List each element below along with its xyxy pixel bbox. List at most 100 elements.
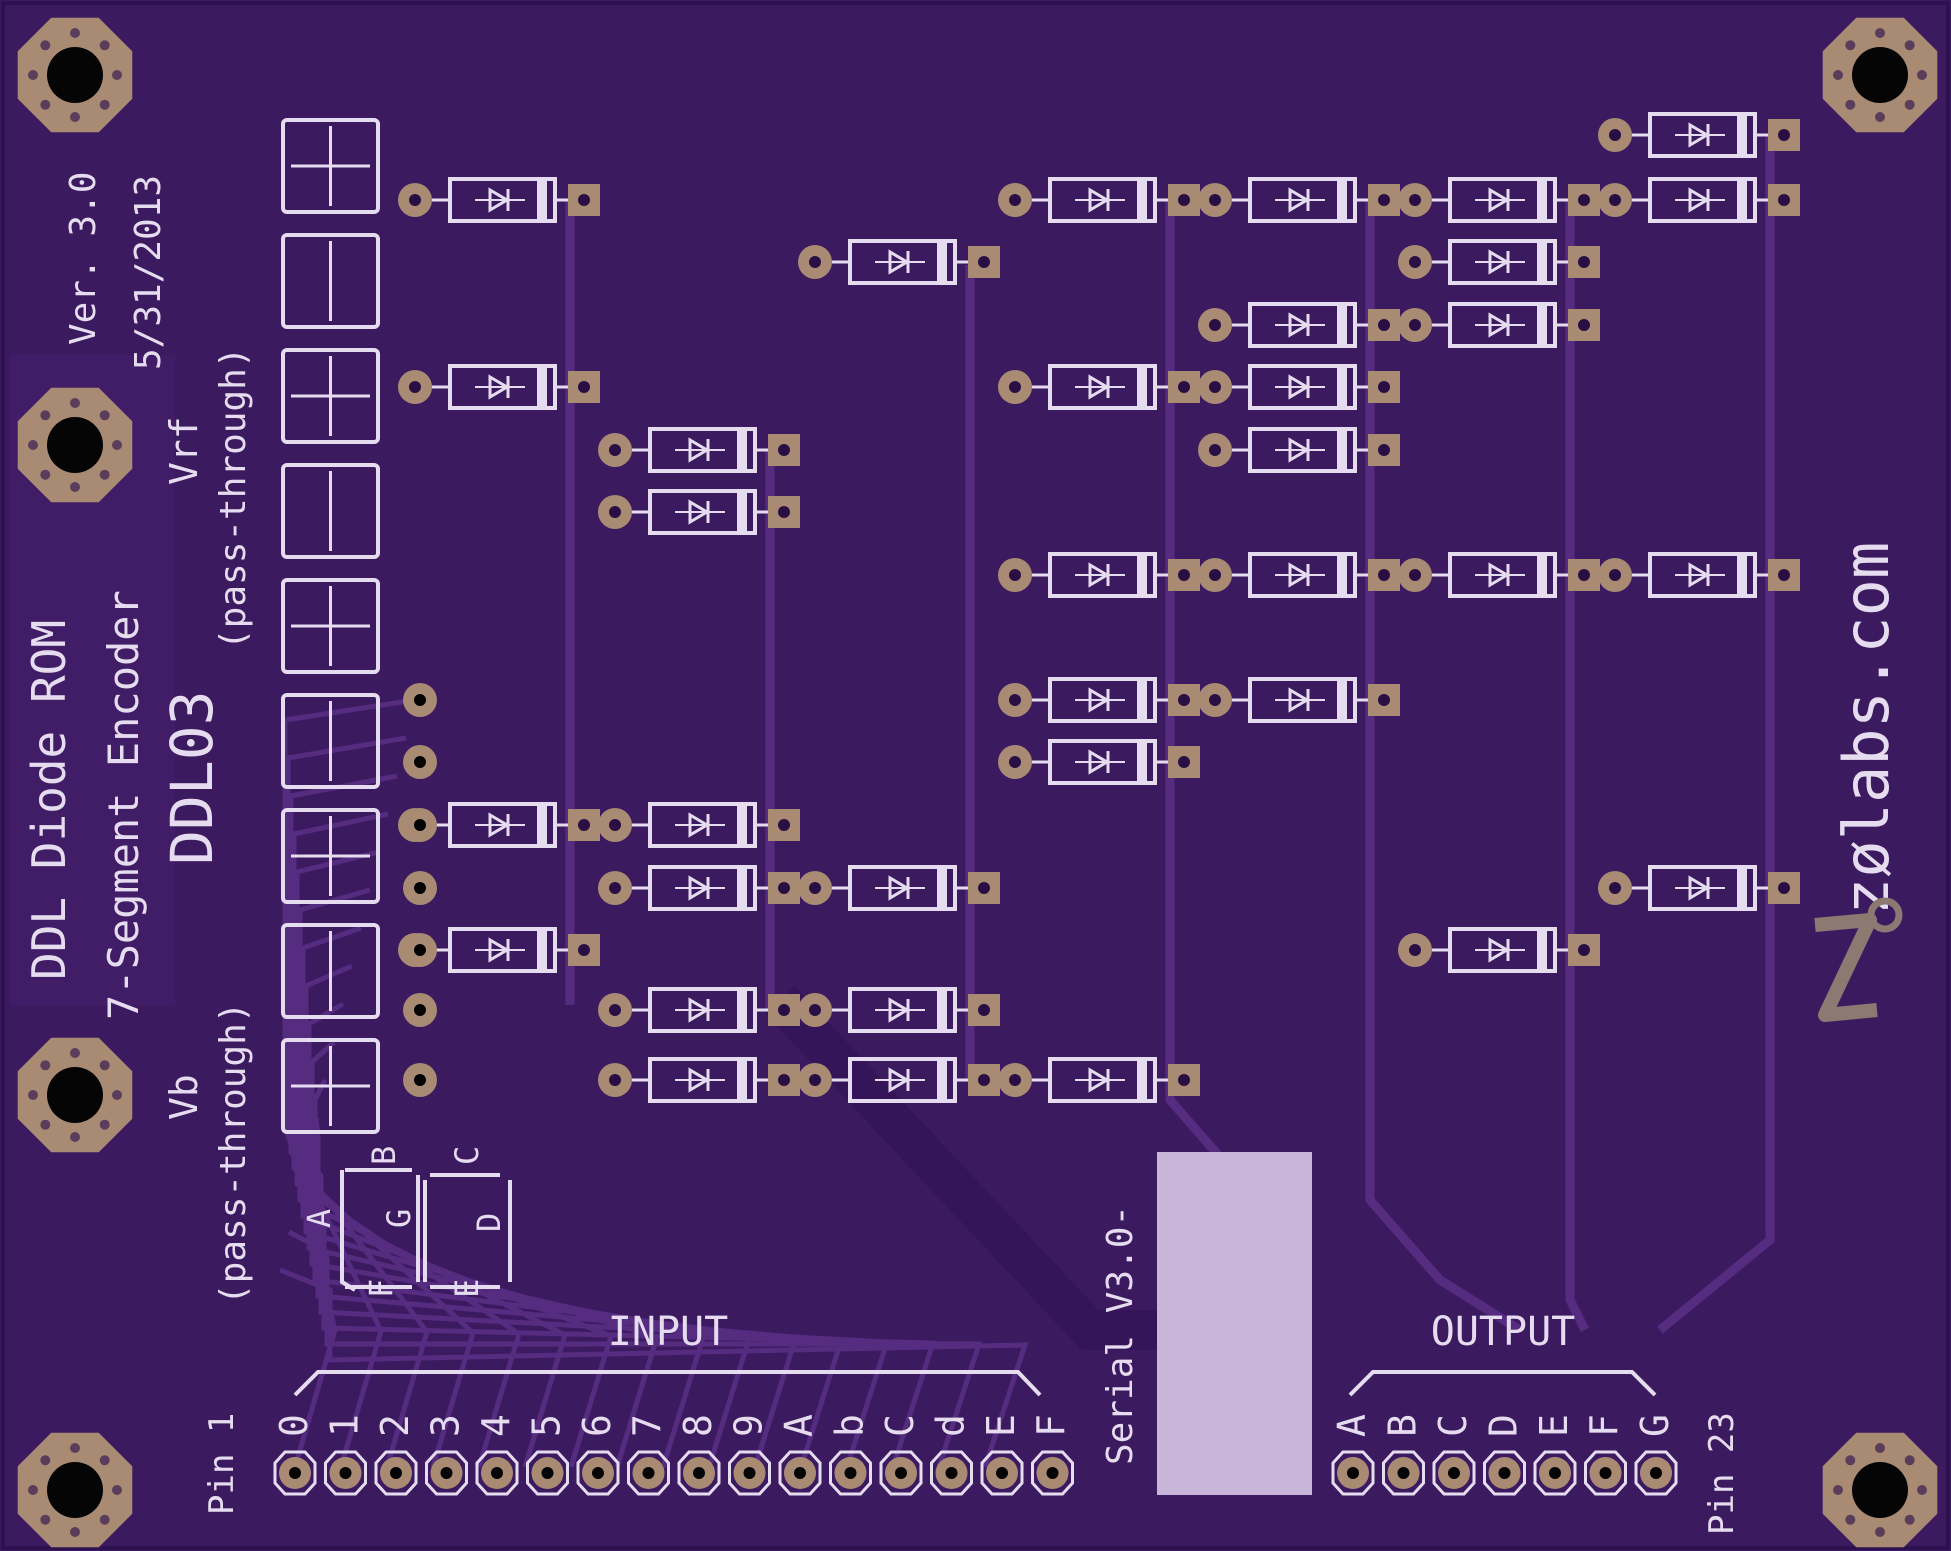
diode-band <box>1737 179 1747 221</box>
diode-icon <box>1398 239 1600 285</box>
diode-band <box>1537 179 1547 221</box>
output-pin-label: D <box>1482 1414 1526 1437</box>
diode-cathode-hole <box>1178 756 1190 768</box>
header-outline <box>1331 1450 1375 1496</box>
input-trace <box>304 1154 891 1468</box>
diode-band <box>937 867 947 909</box>
diode-band <box>737 1059 747 1101</box>
hole-via <box>1917 70 1927 80</box>
seven-segment-icon <box>281 693 380 789</box>
input-pin-label: 8 <box>676 1414 720 1437</box>
hole-via <box>28 1485 38 1495</box>
hole-via <box>99 469 110 480</box>
input-pin-label: 7 <box>626 1414 670 1437</box>
diode-icon <box>398 177 600 223</box>
header-outline <box>374 1450 418 1496</box>
hole-via <box>40 410 51 421</box>
diode-band <box>1137 179 1147 221</box>
diode-icon <box>398 364 600 410</box>
diode-anode-hole <box>1409 194 1421 206</box>
input-trace <box>309 1040 753 1468</box>
diode-cathode-hole <box>1378 319 1390 331</box>
header-outline <box>1634 1450 1678 1496</box>
header-outline <box>677 1450 721 1496</box>
input-pin-label: 5 <box>525 1414 569 1437</box>
diode-icon <box>1598 865 1800 911</box>
seven-segment-icon <box>281 923 380 1019</box>
header-outline <box>879 1450 923 1496</box>
diode-band <box>737 491 747 533</box>
diode-anode-hole <box>809 1004 821 1016</box>
diode-band <box>1137 554 1147 596</box>
date-label: 5/31/2013 <box>128 175 169 370</box>
hole-via <box>1845 1455 1856 1466</box>
header-hole <box>440 1467 453 1479</box>
header-hole <box>592 1467 604 1479</box>
via-hole <box>414 1004 426 1016</box>
hole-via <box>70 1527 80 1537</box>
hole-via <box>1845 1514 1856 1525</box>
diode-band <box>1737 114 1747 156</box>
output-bracket <box>1348 1370 1657 1397</box>
diode-cathode-hole <box>1378 194 1390 206</box>
diode-icon <box>598 865 800 911</box>
seg-key-B: B <box>365 1146 403 1165</box>
diode-icon <box>598 802 800 848</box>
pin23-label: Pin 23 <box>1702 1412 1742 1535</box>
diode-cathode-hole <box>778 1074 790 1086</box>
mounting-holes <box>17 17 1938 1548</box>
diode-cathode-hole <box>1578 194 1590 206</box>
header-hole <box>794 1467 806 1479</box>
hole-via <box>70 1443 80 1453</box>
header-outline <box>576 1450 620 1496</box>
mounting-hole-icon <box>1822 1432 1938 1548</box>
diode-anode-hole <box>609 882 621 894</box>
brand-label: zølabs.com <box>1830 542 1903 915</box>
diode-anode-hole <box>409 381 421 393</box>
diode-anode-hole <box>1409 944 1421 956</box>
diode-band <box>537 366 547 408</box>
seg-key-F: F <box>362 1279 400 1298</box>
diode-anode-hole <box>1409 569 1421 581</box>
diode-icon <box>1398 302 1600 348</box>
input-bracket <box>293 1370 1042 1397</box>
hole-via <box>40 40 51 51</box>
diode-band <box>1537 241 1547 283</box>
diode-cathode-hole <box>578 381 590 393</box>
input-pin-label: 6 <box>575 1414 619 1437</box>
board-subtitle: 7-Segment Encoder <box>99 590 148 1020</box>
diode-anode-hole <box>1609 569 1621 581</box>
diode-anode-hole <box>1009 569 1021 581</box>
hole-center <box>47 1067 103 1123</box>
header-hole <box>1448 1467 1460 1479</box>
diode-anode-hole <box>1009 194 1021 206</box>
diode-band <box>737 429 747 471</box>
via-hole <box>414 1074 426 1086</box>
hole-via <box>1833 1485 1843 1495</box>
hole-via <box>1833 70 1843 80</box>
input-label: INPUT <box>608 1309 728 1355</box>
trace <box>1657 135 1775 1334</box>
diode-band <box>537 929 547 971</box>
via-hole <box>414 882 426 894</box>
hole-via <box>112 1485 122 1495</box>
input-trace <box>312 1078 799 1468</box>
diode-band <box>1337 679 1347 721</box>
input-trace <box>294 849 522 1468</box>
serial-label-area <box>1157 1152 1312 1495</box>
hole-via <box>40 469 51 480</box>
header-outline <box>1533 1450 1577 1496</box>
diode-anode-hole <box>609 506 621 518</box>
seg-key-E: E <box>448 1279 486 1298</box>
output-pin-label: A <box>1330 1414 1374 1437</box>
diode-anode-hole <box>609 819 621 831</box>
diode-anode-hole <box>1609 882 1621 894</box>
vrf-note: (pass-through) <box>213 347 254 650</box>
diode-anode-hole <box>609 1004 621 1016</box>
input-trace <box>285 735 407 1468</box>
diode-anode-hole <box>1209 444 1221 456</box>
hole-center <box>47 47 103 103</box>
via-hole <box>414 756 426 768</box>
digit-outline <box>281 808 380 904</box>
